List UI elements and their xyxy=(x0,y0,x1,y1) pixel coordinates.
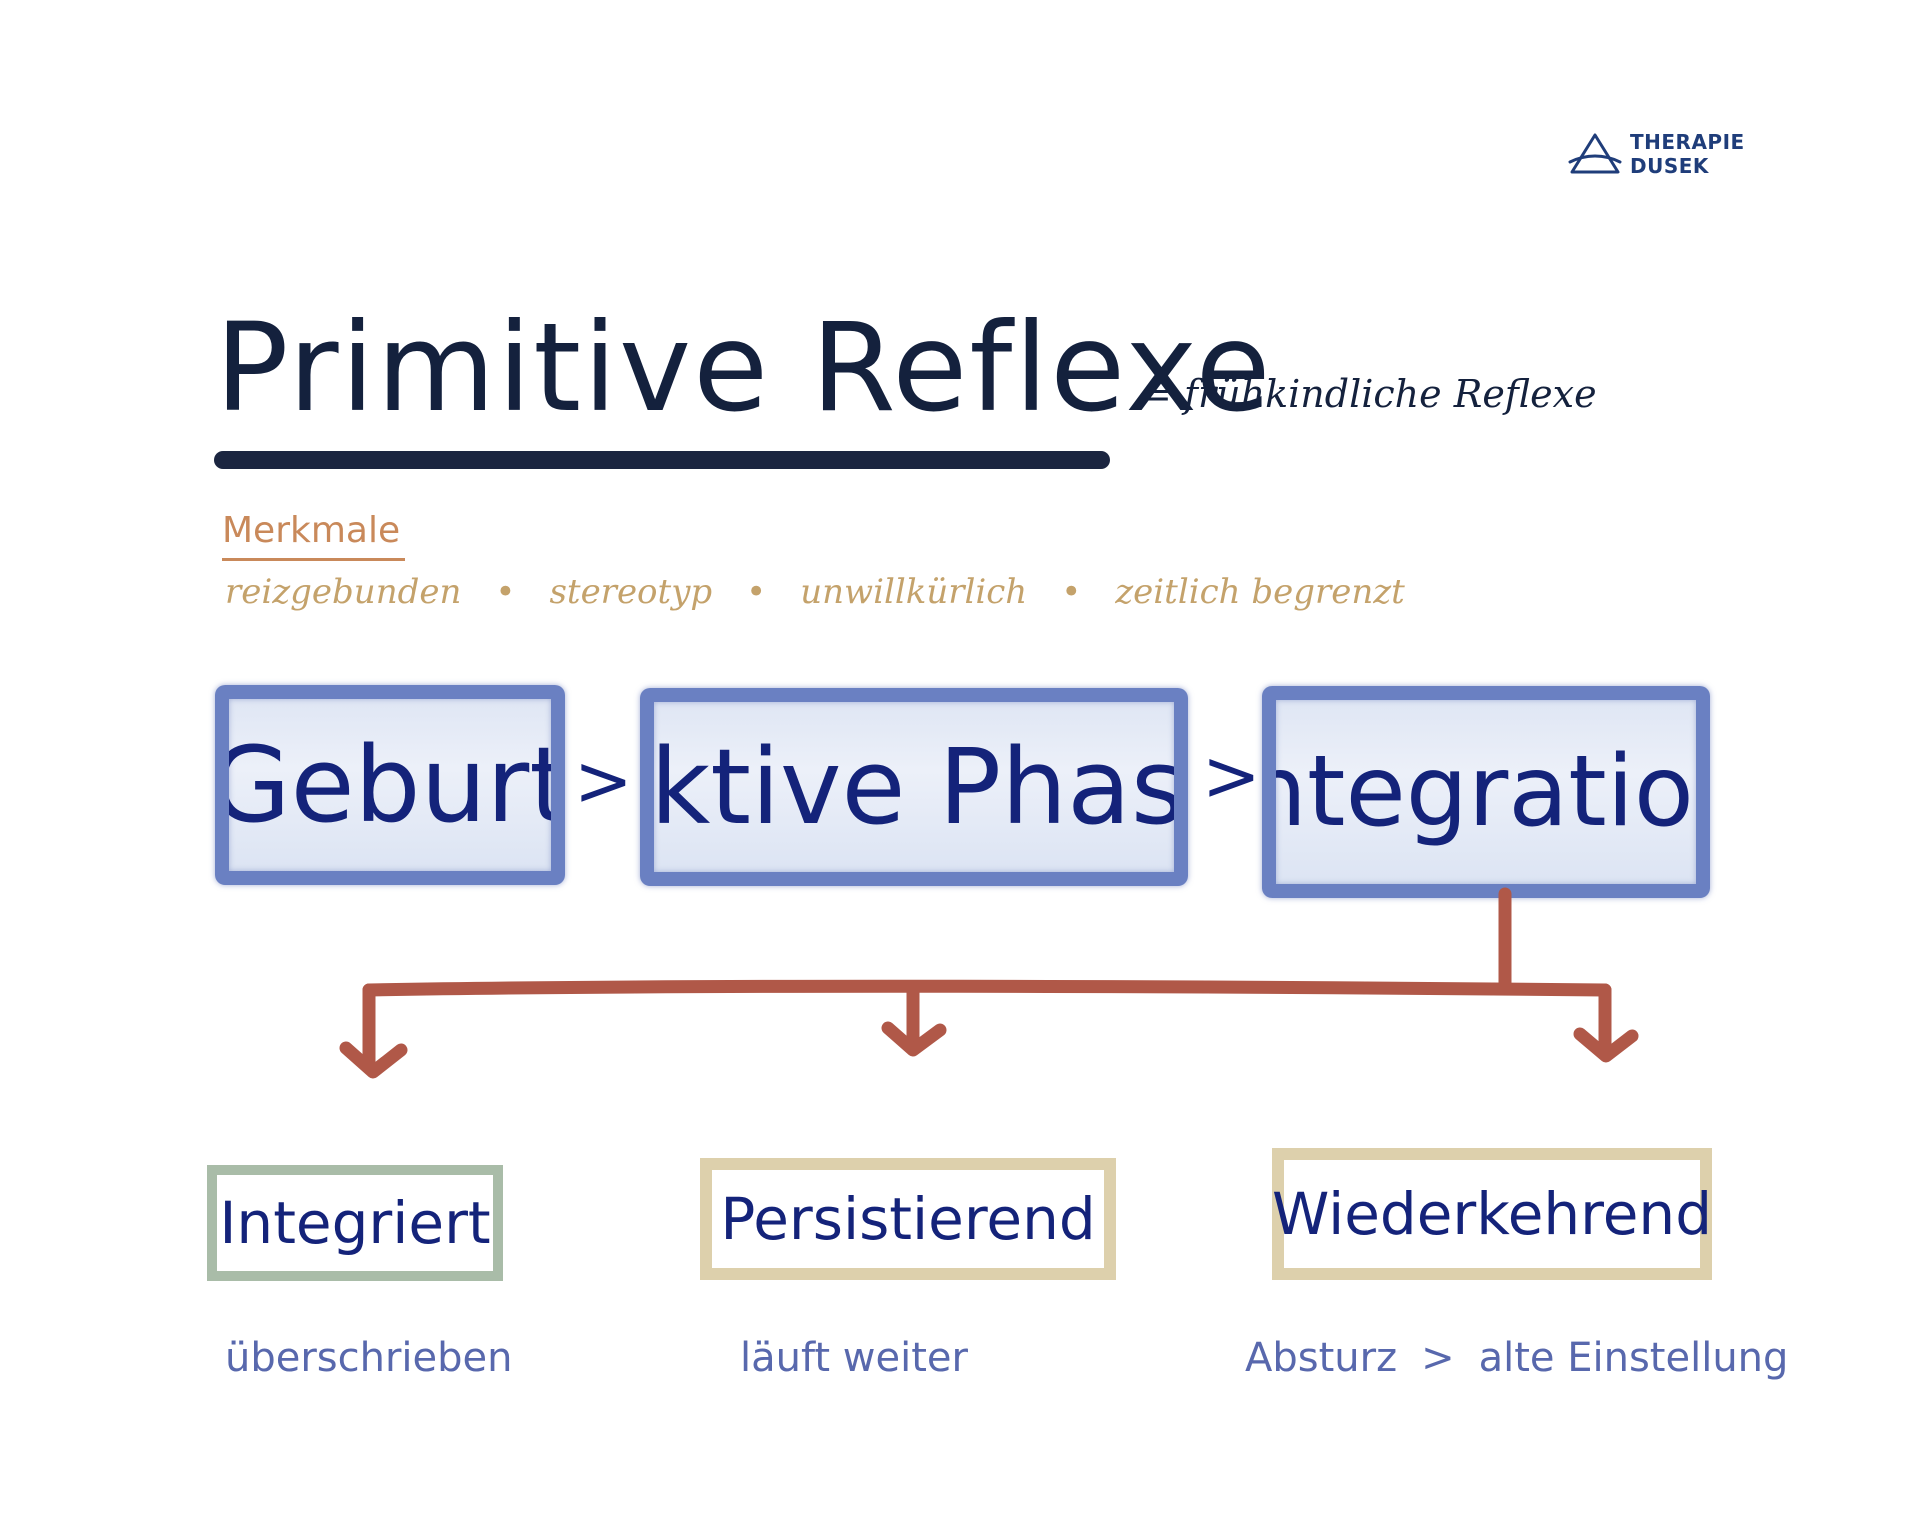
outcome-box-integriert: Integriert xyxy=(207,1165,503,1281)
logo-line-1: THERAPIE xyxy=(1630,130,1745,154)
phase-separator: > xyxy=(1202,735,1261,817)
outcome-box-persistierend: Persistierend xyxy=(700,1158,1116,1280)
outcome-caption-wiederkehrend: Absturz > alte Einstellung xyxy=(1245,1335,1788,1381)
phase-box-geburt: Geburt xyxy=(215,685,565,885)
caption-separator: > xyxy=(1421,1335,1455,1381)
phase-box-aktive-phase: Aktive Phase xyxy=(640,688,1188,886)
branch-right-arrowhead xyxy=(1573,1027,1639,1063)
branch-left-arrowhead xyxy=(339,1041,408,1079)
brand-logo: THERAPIE DUSEK xyxy=(1568,128,1748,188)
merkmale-underline xyxy=(222,558,405,561)
merkmal-item: reizgebunden xyxy=(225,572,462,612)
merkmal-separator: • xyxy=(495,572,516,612)
caption-part-absturz: Absturz xyxy=(1245,1335,1398,1381)
merkmal-separator: • xyxy=(746,572,767,612)
page-subtitle: = frühkindliche Reflexe xyxy=(1140,372,1597,416)
phase-box-integration: Integration xyxy=(1262,686,1710,898)
title-underline xyxy=(214,451,1110,469)
triangle-logo-icon xyxy=(1568,133,1622,174)
outcome-box-wiederkehrend: Wiederkehrend xyxy=(1272,1148,1712,1280)
page-title: Primitive Reflexe xyxy=(215,297,1273,439)
merkmal-item: zeitlich begrenzt xyxy=(1115,572,1405,612)
merkmale-list: reizgebunden • stereotyp • unwillkürlich • zei… xyxy=(225,572,1405,612)
merkmal-separator: • xyxy=(1061,572,1082,612)
branch-bar xyxy=(362,979,1612,997)
merkmale-heading: Merkmale xyxy=(222,510,401,551)
logo-line-2: DUSEK xyxy=(1630,154,1709,178)
merkmal-item: unwillkürlich xyxy=(800,572,1028,612)
outcome-caption-integriert: überschrieben xyxy=(225,1335,513,1381)
caption-part-einstellung: alte Einstellung xyxy=(1478,1335,1789,1381)
branch-mid-arrowhead xyxy=(881,1021,947,1057)
merkmal-item: stereotyp xyxy=(549,572,713,612)
phase-separator: > xyxy=(574,740,633,822)
outcome-caption-persistierend: läuft weiter xyxy=(740,1335,968,1381)
